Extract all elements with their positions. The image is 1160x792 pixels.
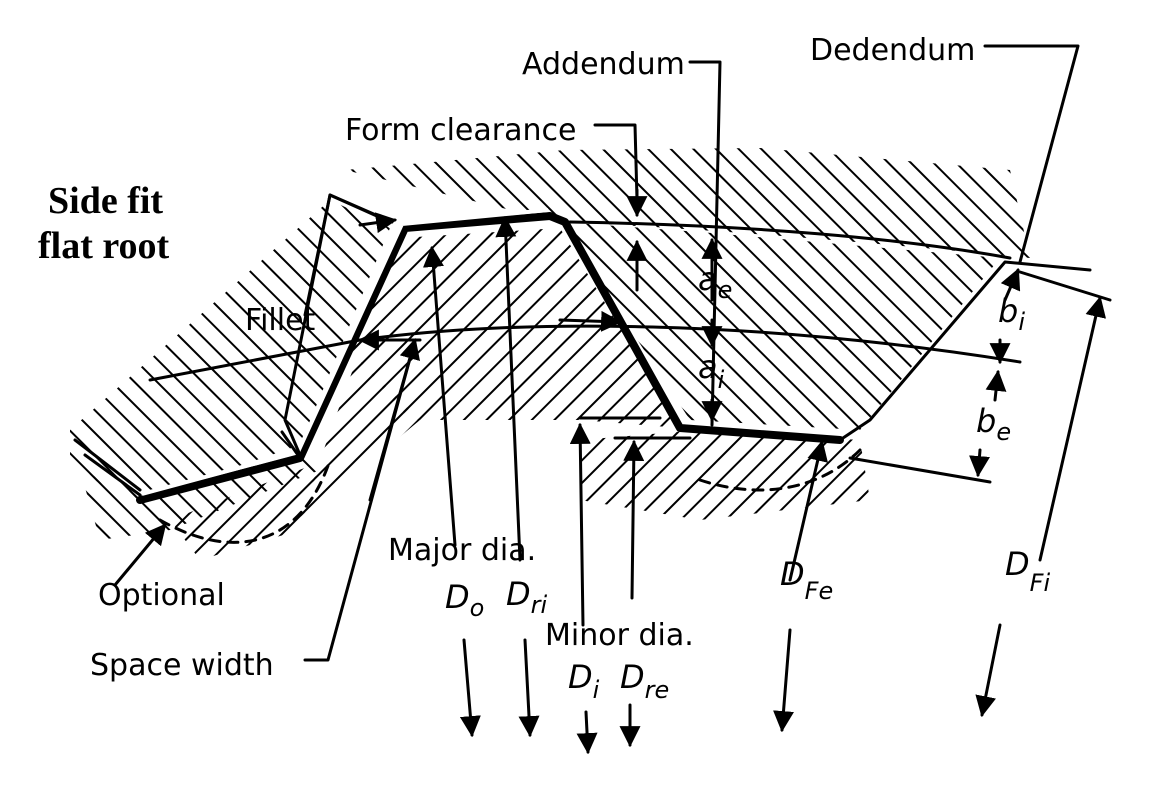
symbol-a-i: ai <box>698 348 725 394</box>
leader-lines <box>113 44 1107 755</box>
form-clearance-label: Form clearance <box>345 113 576 148</box>
symbol-a-e: ae <box>698 260 732 304</box>
symbol-d-ri: Dri <box>506 575 548 619</box>
addendum-label: Addendum <box>522 47 685 82</box>
title-line-2: flat root <box>38 225 170 267</box>
symbol-d-i: Di <box>568 658 600 704</box>
symbol-b-e: be <box>976 402 1011 446</box>
symbol-b-i: bi <box>998 292 1025 336</box>
dedendum-label: Dedendum <box>810 33 975 68</box>
title-line-1: Side fit <box>48 180 163 222</box>
space-width-label: Space width <box>90 648 274 683</box>
symbol-d-fi: DFi <box>1005 545 1050 597</box>
fillet-label: Fillet <box>245 303 316 338</box>
symbol-d-re: Dre <box>620 658 669 704</box>
minor-dia-label: Minor dia. <box>545 618 694 653</box>
optional-label: Optional <box>98 578 225 613</box>
symbol-d-fe: DFe <box>780 555 833 605</box>
external-member-hatch <box>70 148 1030 540</box>
symbol-d-o: Do <box>445 578 484 622</box>
major-dia-label: Major dia. <box>388 533 536 568</box>
